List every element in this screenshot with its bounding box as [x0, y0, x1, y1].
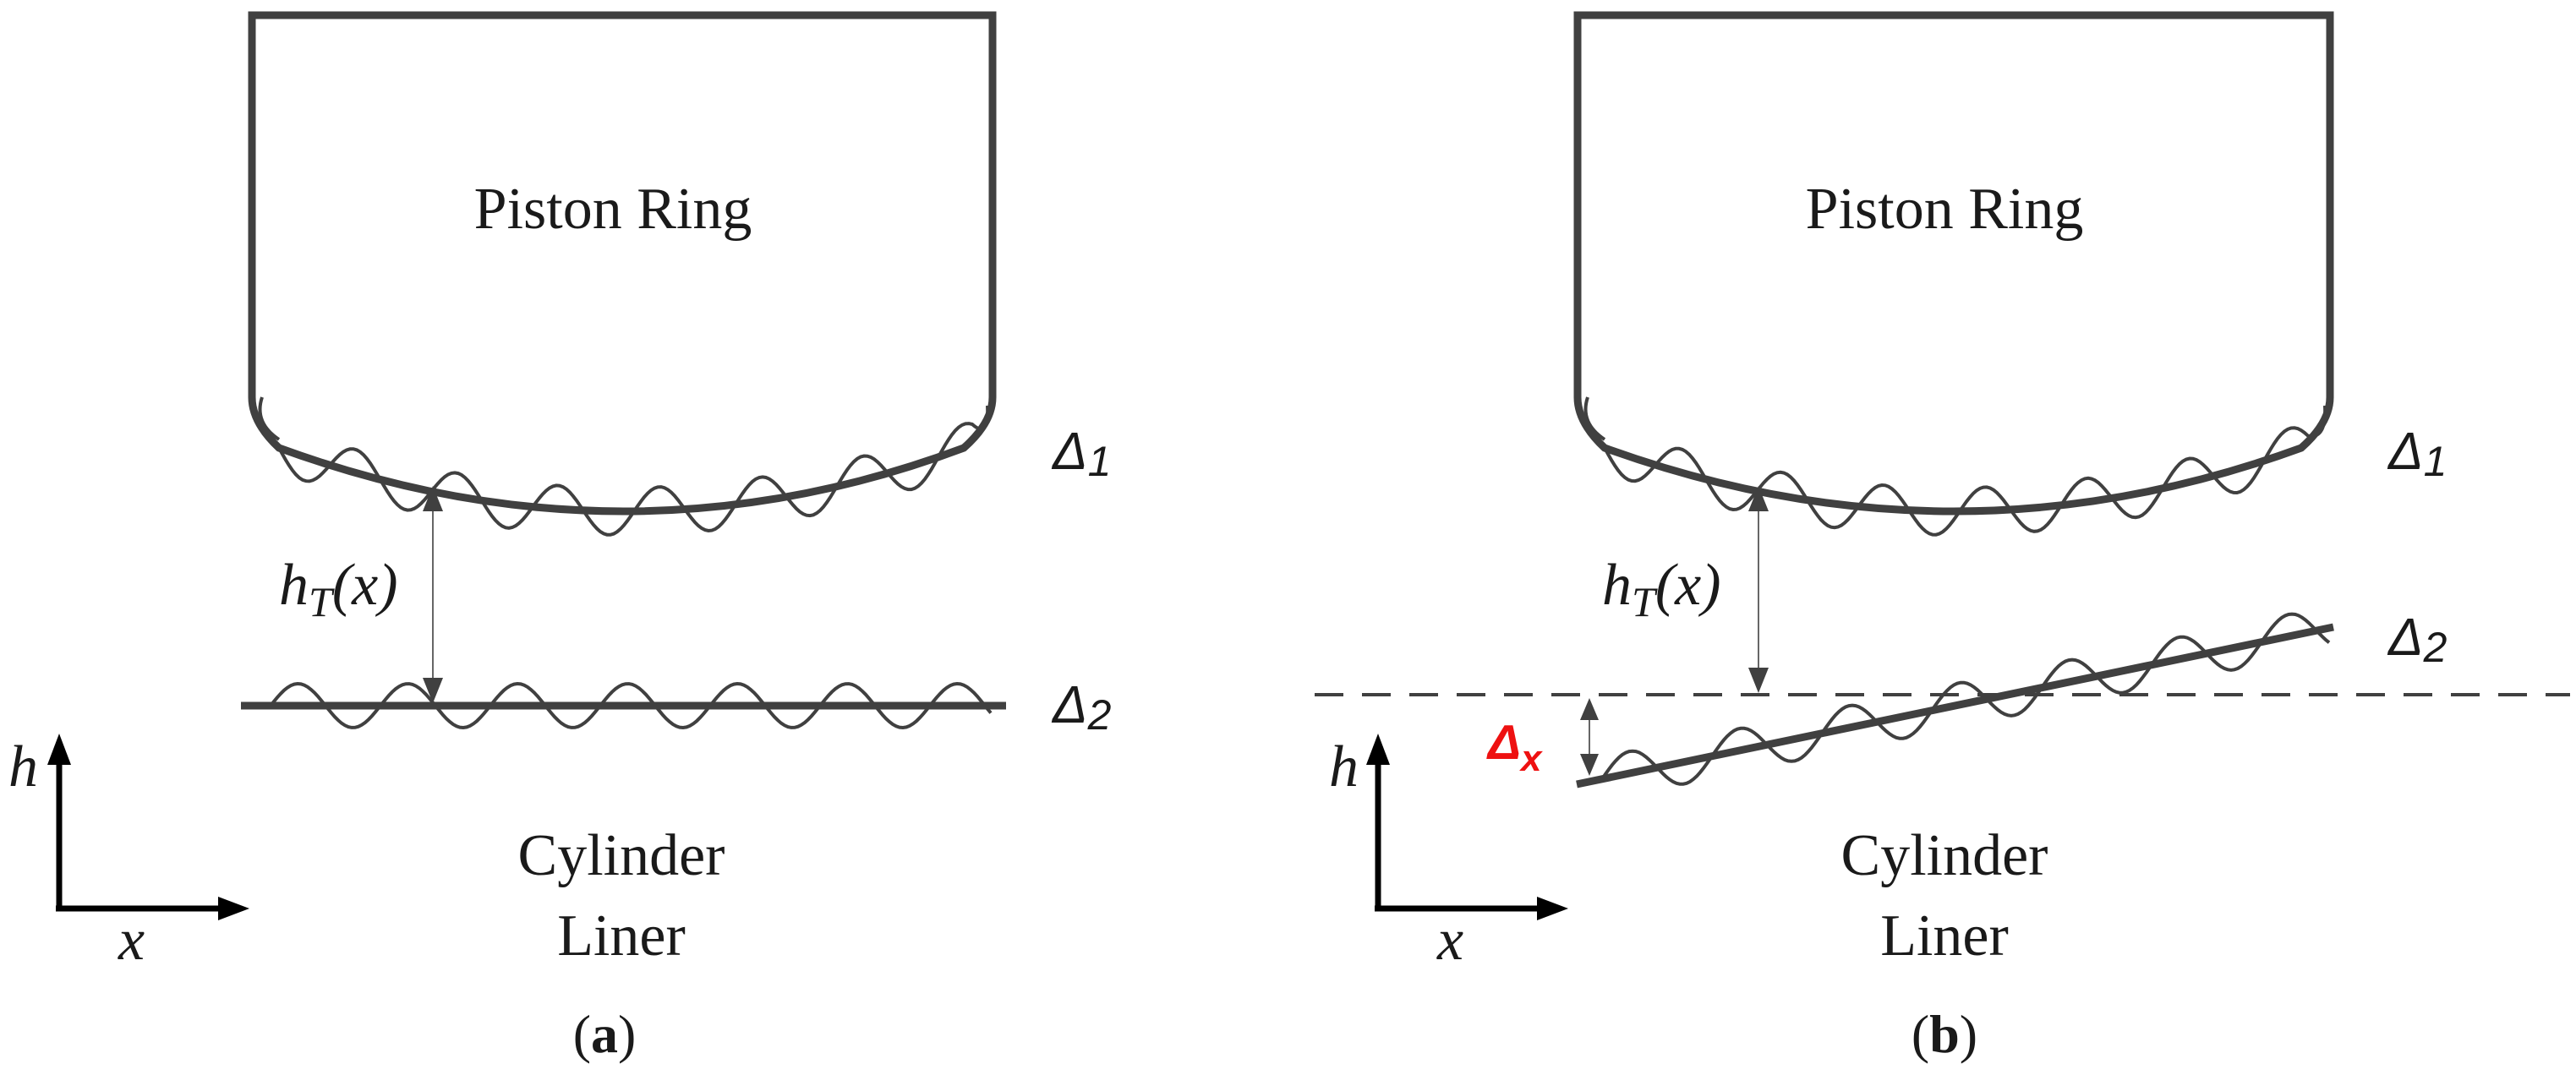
axis-x-arrowhead — [218, 897, 249, 920]
delta-x-label: Δx — [1486, 715, 1543, 779]
gap-label: hT(x) — [1602, 553, 1721, 625]
panel-b: Piston Ring Δ1 hT(x) Δ2 Δx Cylinder Line… — [1315, 11, 2570, 1064]
gap-arrow-head-top — [423, 486, 443, 511]
axis-h-label: h — [8, 734, 38, 799]
liner-label-line1: Cylinder — [518, 823, 725, 888]
piston-ring-label: Piston Ring — [474, 177, 752, 242]
axis-x-label: x — [1436, 908, 1463, 973]
axis-h-arrowhead — [1366, 734, 1390, 765]
piston-ring-outline — [248, 11, 997, 516]
axis-x-label: x — [118, 908, 145, 973]
axis-h-arrowhead — [47, 734, 71, 765]
delta-x-arrow-head-top — [1580, 698, 1599, 720]
delta1-label: Δ1 — [2387, 423, 2447, 485]
gap-arrow-head-top — [1748, 486, 1769, 511]
liner-label-line2: Liner — [1880, 903, 2009, 969]
caption-b: (b) — [1911, 1004, 1977, 1064]
delta1-label: Δ1 — [1051, 423, 1111, 485]
caption-a: (a) — [573, 1004, 637, 1064]
ring-roughness-profile — [258, 396, 990, 537]
liner-surface-inclined — [1576, 623, 2334, 789]
delta-x-arrow-head-bottom — [1580, 754, 1599, 776]
axis-x-arrowhead — [1537, 897, 1568, 920]
ring-roughness-profile — [1583, 396, 2327, 537]
gap-arrow-head-bottom — [1748, 668, 1769, 693]
liner-roughness-profile — [269, 681, 993, 730]
liner-label-line1: Cylinder — [1841, 823, 2048, 888]
delta2-label: Δ2 — [2387, 608, 2447, 671]
axis-h-label: h — [1329, 734, 1359, 799]
liner-label-line2: Liner — [557, 903, 686, 969]
delta2-label: Δ2 — [1051, 676, 1112, 739]
liner-roughness-profile — [1600, 612, 2331, 786]
piston-ring-outline — [1573, 11, 2334, 516]
panel-a: Piston Ring Δ1 hT(x) Δ2 Cylinder Liner h… — [8, 11, 1112, 1064]
piston-ring-label: Piston Ring — [1806, 177, 2084, 242]
gap-arrow-head-bottom — [423, 678, 443, 703]
gap-label: hT(x) — [279, 553, 398, 625]
